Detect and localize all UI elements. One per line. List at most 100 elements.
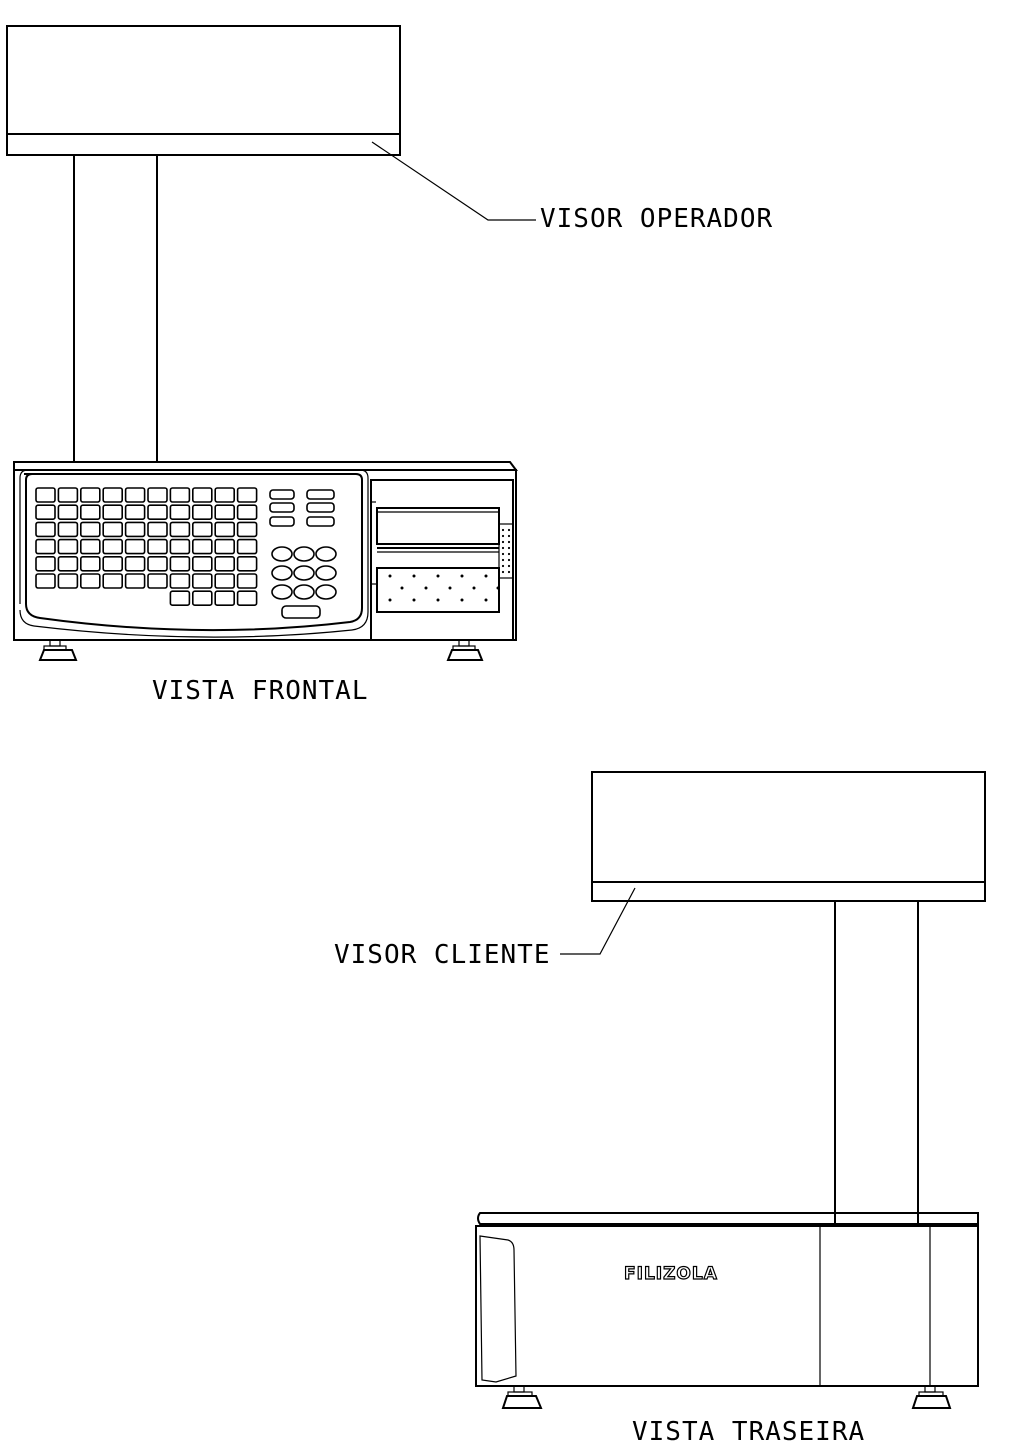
keypad-key <box>102 573 123 589</box>
keypad-key <box>124 538 146 555</box>
keypad-key <box>147 538 168 555</box>
keypad-key <box>236 521 258 538</box>
grille-dot <box>460 574 464 578</box>
printer-area <box>370 479 514 641</box>
keypad-key <box>169 504 191 521</box>
numeric-key <box>293 546 315 562</box>
numeric-key <box>271 584 293 600</box>
keypad-key <box>102 538 123 555</box>
grille-dot <box>448 586 452 590</box>
grille-dot <box>484 574 488 578</box>
operator-display <box>6 25 401 156</box>
enter-key <box>281 605 321 619</box>
numeric-key <box>271 546 293 562</box>
keypad-panel <box>24 473 363 632</box>
rear-foot-left <box>501 1385 543 1409</box>
numeric-key <box>315 584 337 600</box>
keypad-key <box>192 487 213 503</box>
keypad-key <box>57 538 79 555</box>
vista-traseira-label: VISTA TRASEIRA <box>632 1417 865 1447</box>
grille-dot <box>388 574 392 578</box>
keypad-key <box>80 573 101 589</box>
function-keys <box>269 489 335 527</box>
indicator-dot <box>507 564 511 568</box>
keypad-key <box>57 573 79 589</box>
keypad-key <box>102 487 123 503</box>
indicator-dot <box>501 570 505 574</box>
keypad-key <box>35 555 56 572</box>
keypad-key <box>236 573 258 589</box>
grille-dot <box>460 598 464 602</box>
printer-grille-dots <box>388 574 500 602</box>
keypad-key <box>35 538 56 555</box>
front-base <box>13 461 518 641</box>
keypad-key <box>57 555 79 572</box>
keypad-key <box>147 573 168 589</box>
numeric-key <box>293 584 315 600</box>
keypad-key <box>214 538 235 555</box>
front-foot-right <box>446 639 484 661</box>
keypad-key <box>214 521 235 538</box>
grille-dot <box>484 598 488 602</box>
numeric-key <box>293 565 315 581</box>
keypad-key <box>192 538 213 555</box>
printer-indicator-dots <box>501 528 511 574</box>
keypad-key <box>124 504 146 521</box>
indicator-dot <box>507 546 511 550</box>
keypad-key <box>236 555 258 572</box>
keypad-key <box>147 504 168 521</box>
keypad-key <box>57 487 79 503</box>
keypad-key <box>236 590 258 607</box>
keypad-key <box>147 555 168 572</box>
vista-frontal-label: VISTA FRONTAL <box>152 676 369 706</box>
indicator-dot <box>507 540 511 544</box>
keypad-key <box>192 521 213 538</box>
grille-dot <box>496 586 500 590</box>
indicator-dot <box>501 540 505 544</box>
keypad-key <box>236 487 258 503</box>
indicator-dot <box>507 552 511 556</box>
keypad-key <box>214 573 235 589</box>
rear-feet <box>501 1385 952 1409</box>
keypad-key <box>169 555 191 572</box>
keypad-key <box>80 521 101 538</box>
keypad-key <box>57 521 79 538</box>
customer-display-leader <box>560 887 636 955</box>
visor-operador-label: VISOR OPERADOR <box>540 204 773 234</box>
rear-view: VISOR CLIENTE FILIZOLA VISTA T <box>334 771 986 1447</box>
keypad-key <box>236 504 258 521</box>
indicator-dot <box>501 564 505 568</box>
keypad-key <box>192 555 213 572</box>
keypad-key <box>214 504 235 521</box>
keypad-key <box>35 487 56 503</box>
front-view: VISOR OPERADOR <box>6 25 773 706</box>
keypad-key <box>214 487 235 503</box>
keypad-key <box>214 555 235 572</box>
keypad-key <box>192 504 213 521</box>
indicator-dot <box>501 528 505 532</box>
rear-base: FILIZOLA <box>475 1212 979 1387</box>
indicator-dot <box>501 534 505 538</box>
keypad-key <box>102 504 123 521</box>
keypad-key <box>102 521 123 538</box>
indicator-dot <box>507 528 511 532</box>
keypad-key <box>35 521 56 538</box>
grille-dot <box>400 586 404 590</box>
keypad-key <box>192 573 213 589</box>
operator-display-leader <box>371 141 536 221</box>
keypad-key <box>35 573 56 589</box>
rear-pole <box>834 901 919 1226</box>
numeric-keys <box>271 546 337 600</box>
keypad-key <box>169 487 191 503</box>
front-feet <box>38 639 484 661</box>
indicator-dot <box>501 546 505 550</box>
grille-dot <box>424 586 428 590</box>
keypad-key <box>169 590 191 607</box>
filizola-logo: FILIZOLA <box>624 1264 718 1284</box>
indicator-dot <box>501 552 505 556</box>
keypad-key <box>80 487 101 503</box>
keypad-key <box>35 504 56 521</box>
grille-dot <box>388 598 392 602</box>
keypad-key <box>124 487 146 503</box>
keypad-key <box>124 573 146 589</box>
